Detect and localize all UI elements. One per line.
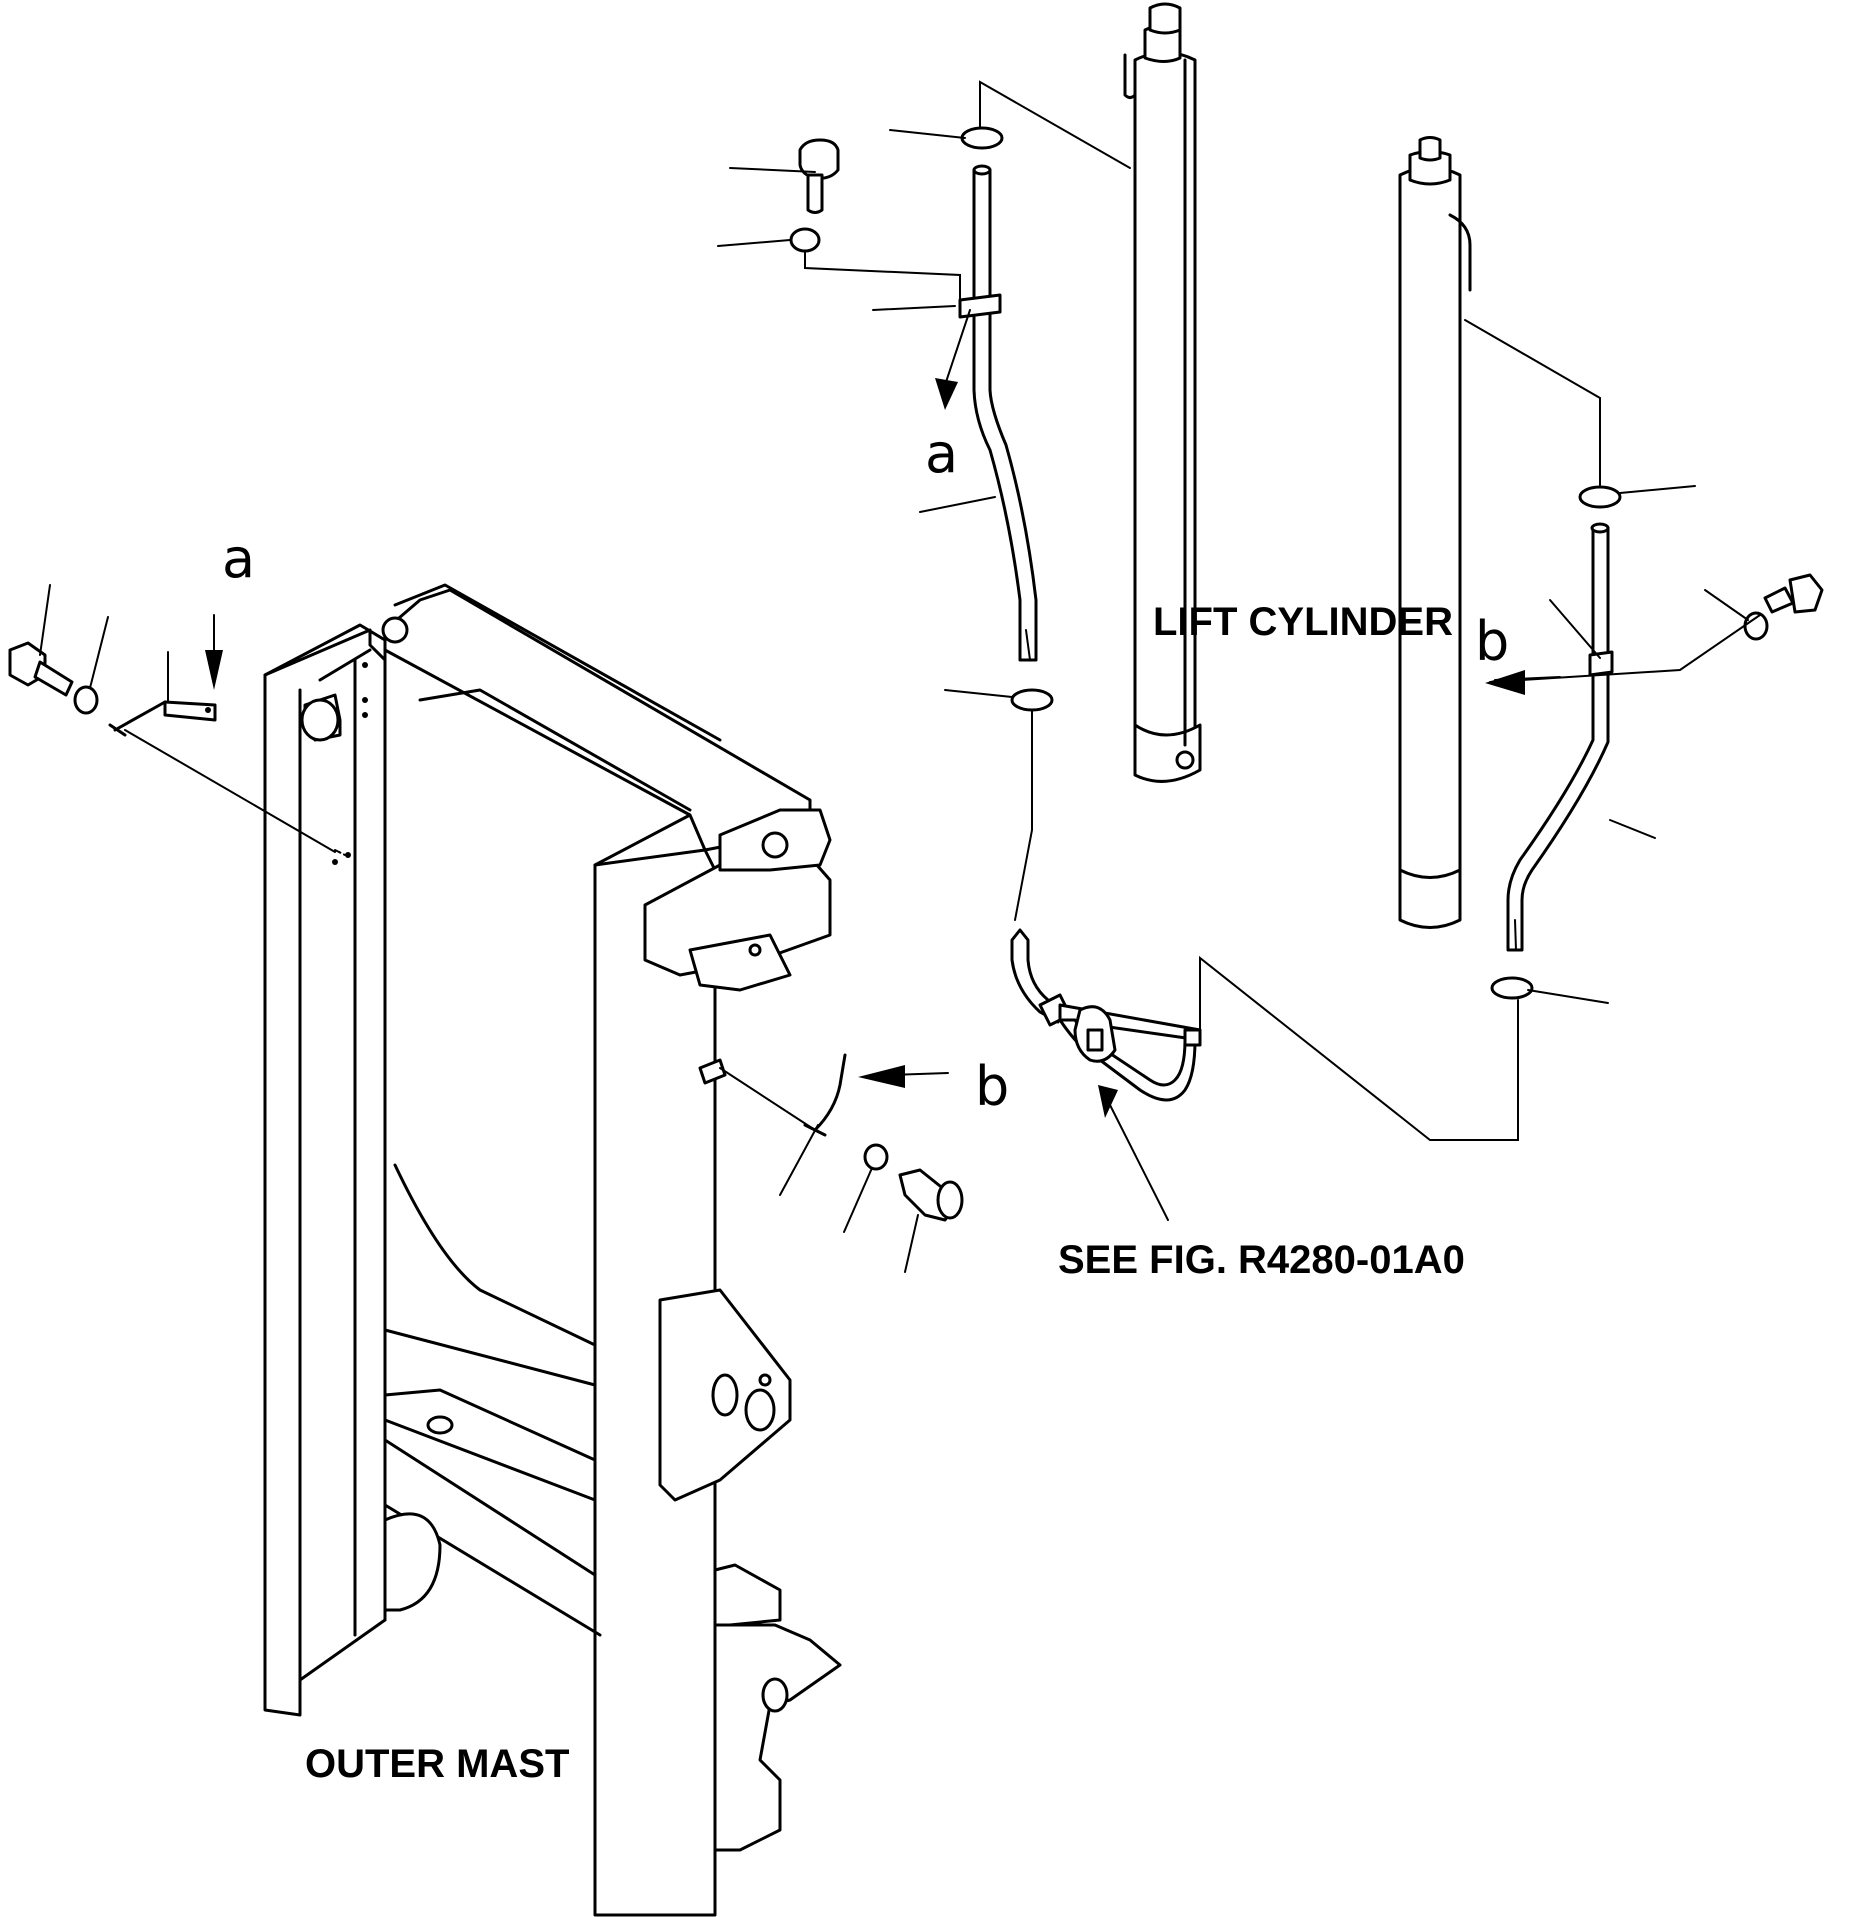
bolt-bottom	[898, 1168, 964, 1222]
arrow-see-fig	[1098, 1085, 1118, 1118]
outer-mast	[263, 583, 842, 1917]
hose-assembly-left	[958, 164, 1202, 1102]
arrow-a-left	[205, 650, 223, 690]
bolt-right-top	[1763, 573, 1824, 614]
lift-cylinder-left	[1123, 2, 1202, 783]
marker-a-left: a	[222, 527, 255, 590]
label-lift-cylinder: LIFT CYLINDER	[1153, 600, 1453, 644]
arrow-a-top	[935, 378, 958, 410]
hose-clamp-1	[960, 126, 1004, 150]
hose-clamp-2	[1010, 688, 1054, 712]
hose-clamp-3	[1578, 485, 1622, 509]
washer-left	[73, 685, 99, 715]
arrow-b-right	[1485, 670, 1525, 695]
lift-cylinder-right	[1398, 136, 1472, 929]
hose-clamp-4	[1490, 976, 1534, 1000]
clip-bottom	[813, 1053, 847, 1132]
label-see-fig: SEE FIG. R4280-01A0	[1058, 1238, 1465, 1282]
washer-top	[789, 227, 821, 253]
hardware	[8, 126, 1824, 1222]
hose-assembly-right	[1506, 522, 1614, 952]
bolt-left	[8, 641, 74, 697]
marker-a-top: a	[925, 422, 958, 485]
label-outer-mast: OUTER MAST	[305, 1742, 569, 1786]
marker-b-bottom: b	[975, 1055, 1009, 1118]
washer-bottom	[863, 1143, 889, 1171]
bolt-top	[798, 138, 840, 214]
leader-lines	[39, 80, 1761, 1273]
arrows	[205, 309, 1561, 1118]
arrow-b-bottom	[858, 1065, 905, 1088]
marker-b-right: b	[1475, 610, 1509, 673]
clip-left	[163, 700, 217, 722]
